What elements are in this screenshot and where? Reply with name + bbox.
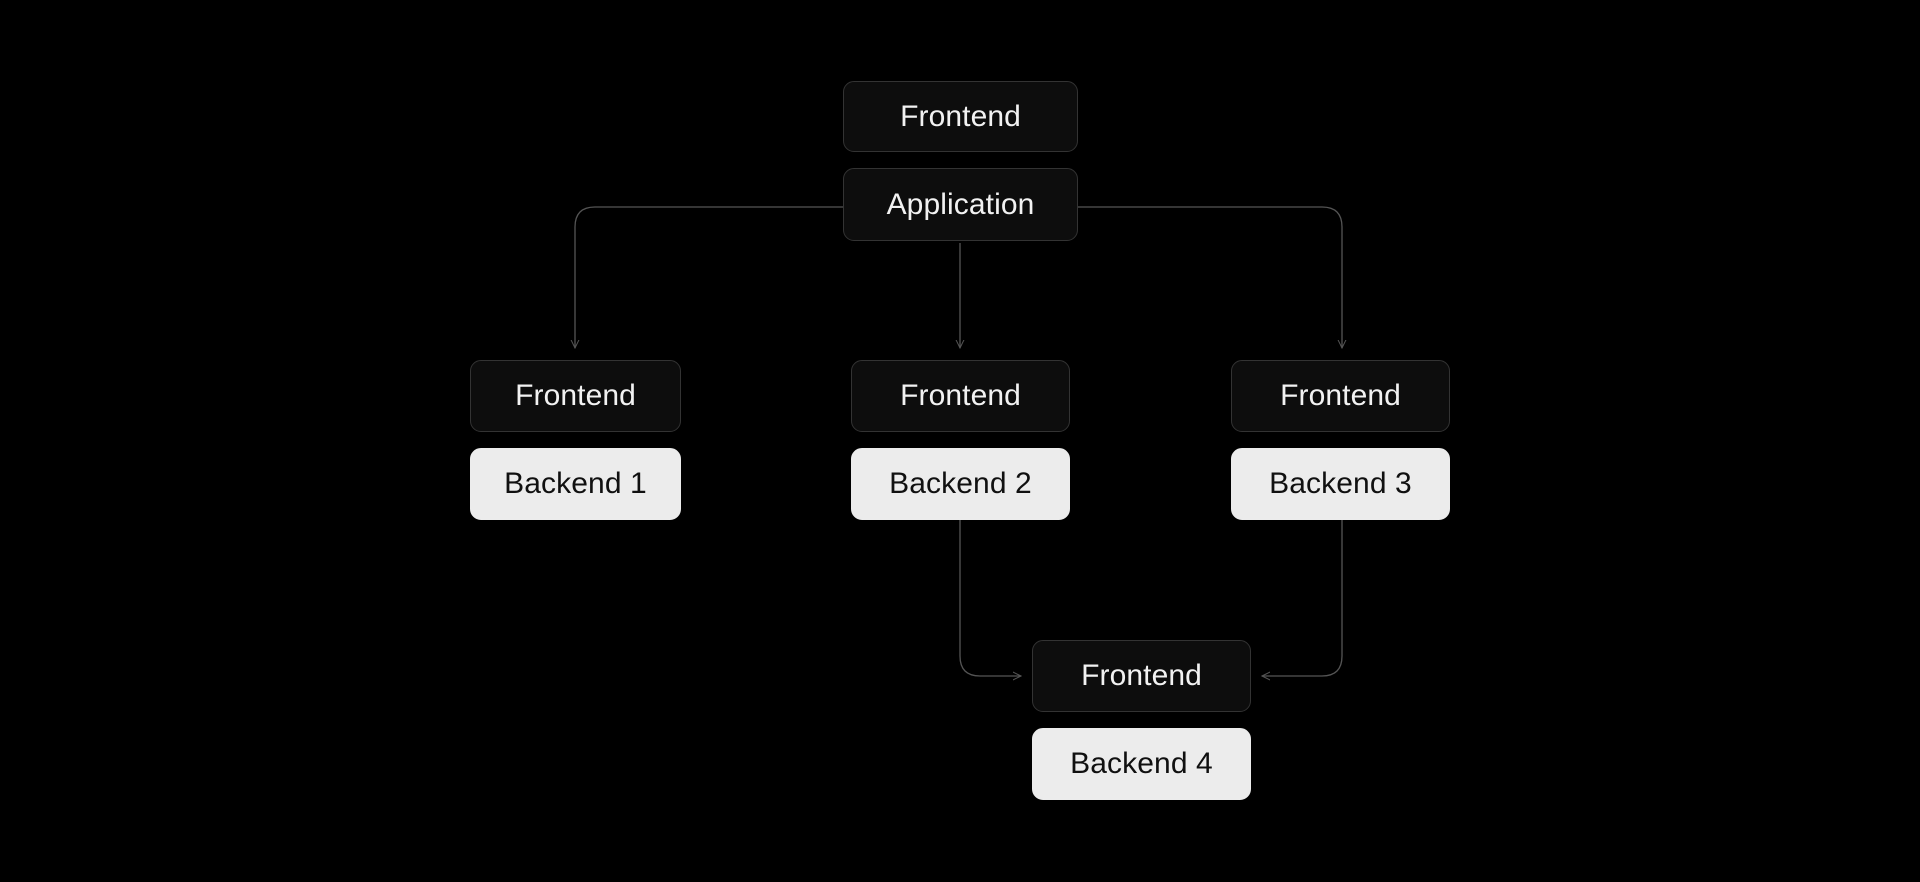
node-label: Frontend	[1280, 379, 1401, 412]
node-right-frontend[interactable]: Frontend	[1231, 360, 1450, 432]
node-application[interactable]: Application	[843, 168, 1078, 241]
edge-application-to-right-frontend	[1078, 206, 1342, 348]
node-label: Backend 4	[1070, 747, 1213, 780]
node-label: Frontend	[1081, 659, 1202, 692]
node-backend-1[interactable]: Backend 1	[470, 448, 681, 520]
edge-backend-2-to-bottom-frontend	[959, 520, 1021, 676]
node-backend-4[interactable]: Backend 4	[1032, 728, 1251, 800]
node-label: Application	[886, 187, 1035, 221]
node-backend-2[interactable]: Backend 2	[851, 448, 1070, 520]
edge-backend-3-to-bottom-frontend	[1262, 520, 1343, 676]
node-label: Frontend	[900, 379, 1021, 412]
node-label: Frontend	[515, 379, 636, 412]
node-label: Frontend	[900, 99, 1021, 133]
node-label: Backend 3	[1269, 467, 1412, 500]
node-top-frontend[interactable]: Frontend	[843, 81, 1078, 152]
edge-application-to-left-frontend	[575, 206, 843, 348]
node-label: Backend 1	[504, 467, 647, 500]
node-center-frontend[interactable]: Frontend	[851, 360, 1070, 432]
node-backend-3[interactable]: Backend 3	[1231, 448, 1450, 520]
node-left-frontend[interactable]: Frontend	[470, 360, 681, 432]
node-bottom-frontend[interactable]: Frontend	[1032, 640, 1251, 712]
node-label: Backend 2	[889, 467, 1032, 500]
